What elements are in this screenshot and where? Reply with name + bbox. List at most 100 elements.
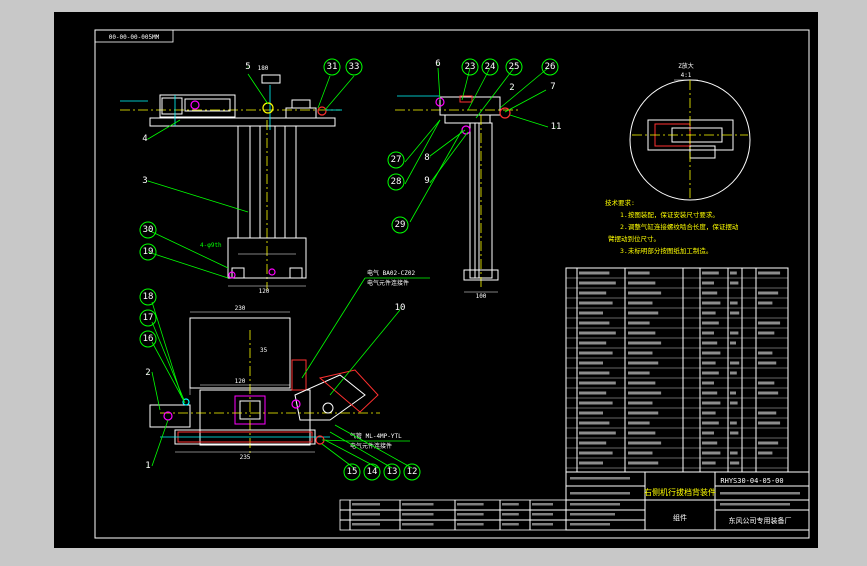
title-block-cell-text [570, 492, 630, 495]
bom-cell-text [758, 412, 776, 415]
notes-line2: 2.调整气缸连接螺纹啮合长度，保证摆动 [620, 222, 739, 231]
bom-cell-text [702, 282, 714, 285]
bom-cell-text [758, 382, 774, 385]
balloon-2-side[interactable]: 2 [509, 83, 514, 93]
balloon-5[interactable]: 5 [245, 62, 250, 72]
svg-text:14: 14 [367, 467, 378, 477]
bom-cell-text [628, 272, 650, 275]
bom-cell-text [758, 362, 776, 365]
svg-text:11: 11 [551, 122, 562, 132]
balloon-3-front[interactable]: 3 [142, 176, 148, 186]
svg-text:24: 24 [485, 62, 496, 72]
bom-cell-text [702, 382, 714, 385]
bom-cell-text [758, 452, 772, 455]
balloon-4[interactable]: 4 [142, 134, 148, 144]
callout-upper-line2: 电气元件连接件 [367, 279, 409, 287]
callout-lower-line2: 电气元件连接件 [350, 442, 392, 450]
revision-cell-text [352, 523, 380, 526]
svg-text:33: 33 [349, 62, 360, 72]
bom-cell-text [628, 462, 658, 465]
notes-line1: 1.按图装配，保证安装尺寸要求。 [620, 210, 719, 219]
svg-text:26: 26 [545, 62, 556, 72]
revision-cell-text [502, 513, 519, 516]
bom-cell-text [702, 312, 716, 315]
bom-cell-text [730, 372, 737, 375]
bom-cell-text [628, 342, 661, 345]
revision-cell-text [502, 503, 519, 506]
title-block-cell-text [720, 503, 790, 506]
revision-cell-text [532, 513, 553, 516]
svg-text:4-φ9th: 4-φ9th [200, 242, 222, 249]
balloon-11[interactable]: 11 [551, 122, 562, 132]
bom-cell-text [628, 412, 658, 415]
bom-cell-text [628, 372, 650, 375]
balloon-8[interactable]: 8 [424, 153, 430, 163]
balloon-10[interactable]: 10 [395, 303, 406, 313]
title-block-drawing-no: RHYS30-04-05-00 [720, 477, 783, 485]
title-block-cell-text [570, 503, 620, 506]
bom-cell-text [730, 362, 739, 365]
title-block-cell-text [570, 477, 630, 480]
bom-cell-text [730, 392, 736, 395]
svg-text:1: 1 [145, 461, 150, 471]
bom-cell-text [730, 462, 739, 465]
bom-cell-text [702, 342, 717, 345]
bom-cell-text [579, 392, 606, 395]
revision-cell-text [457, 503, 484, 506]
bom-cell-text [758, 292, 778, 295]
svg-text:35: 35 [260, 347, 268, 354]
revision-cell-text [502, 523, 519, 526]
title-block-cell-text [570, 523, 610, 526]
bom-cell-text [579, 402, 613, 405]
svg-text:8: 8 [424, 153, 429, 163]
revision-cell-text [402, 503, 434, 506]
svg-text:12: 12 [407, 467, 418, 477]
bom-cell-text [758, 322, 780, 325]
bom-cell-text [579, 272, 609, 275]
svg-text:120: 120 [259, 288, 270, 295]
bom-cell-text [628, 432, 655, 435]
revision-cell-text [457, 523, 484, 526]
callout-lower-line1: 气管 ML-4MP-YTL [350, 432, 402, 440]
bom-cell-text [628, 382, 655, 385]
bom-cell-text [628, 442, 661, 445]
bom-cell-text [702, 442, 717, 445]
bom-cell-text [628, 362, 658, 365]
bom-cell-text [579, 332, 616, 335]
balloon-1[interactable]: 1 [145, 461, 150, 471]
bom-cell-text [730, 402, 738, 405]
svg-text:28: 28 [391, 177, 402, 187]
bom-cell-text [579, 452, 613, 455]
bom-cell-text [730, 342, 736, 345]
bom-cell-text [579, 432, 616, 435]
revision-cell-text [352, 503, 380, 506]
bom-cell-text [758, 352, 772, 355]
bom-cell-text [628, 402, 652, 405]
bom-cell-text [730, 432, 738, 435]
svg-text:30: 30 [143, 225, 154, 235]
revision-cell-text [532, 523, 553, 526]
balloon-2-plan[interactable]: 2 [145, 368, 150, 378]
title-block-type: 组件 [673, 513, 687, 522]
svg-text:235: 235 [240, 454, 251, 461]
svg-text:27: 27 [391, 155, 402, 165]
bom-cell-text [730, 302, 738, 305]
balloon-6[interactable]: 6 [435, 59, 440, 69]
svg-text:23: 23 [465, 62, 476, 72]
balloon-9[interactable]: 9 [424, 176, 430, 186]
bom-cell-text [702, 332, 714, 335]
bom-cell-text [579, 312, 603, 315]
bom-cell-text [579, 362, 603, 365]
bom-cell-text [579, 382, 616, 385]
bom-cell-text [702, 402, 720, 405]
revision-cell-text [457, 513, 484, 516]
balloon-7[interactable]: 7 [550, 82, 555, 92]
bom-cell-text [702, 352, 720, 355]
detail-title: Z放大 [678, 62, 694, 70]
bom-cell-text [579, 442, 606, 445]
bom-cell-text [628, 422, 650, 425]
bom-cell-text [579, 422, 609, 425]
title-block-company: 东风公司专用装备厂 [729, 516, 792, 525]
bom-cell-text [730, 272, 737, 275]
